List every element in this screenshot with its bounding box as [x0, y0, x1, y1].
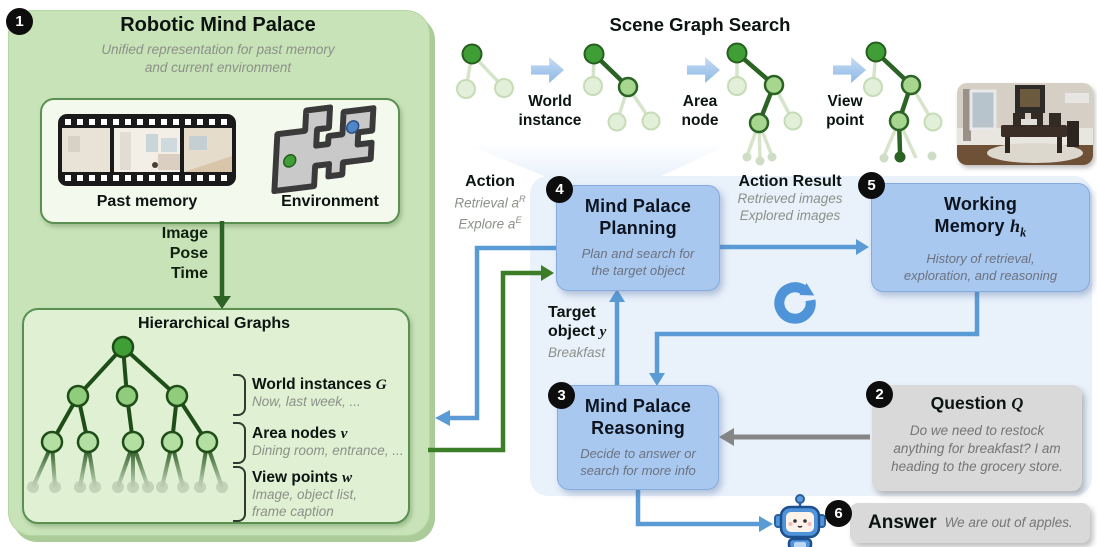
loop-refresh-icon [769, 277, 821, 329]
action-result-line1: Retrieved images [737, 191, 843, 206]
step-label-world-instance: World instance [518, 93, 582, 129]
panel-title: Robotic Mind Palace [120, 14, 316, 36]
answer-text: We are out of apples. [944, 515, 1073, 530]
step-label-area-node: Area node [681, 93, 719, 129]
question-title: Question Q [930, 393, 1024, 413]
filmstrip-graphic [58, 114, 236, 186]
action-result-line2: Explored images [739, 207, 841, 223]
environment-map [260, 100, 398, 195]
area-nodes-label: Area nodes v [252, 425, 348, 442]
flow-label-pose: Pose [169, 245, 208, 262]
question-box: Question Q Do we need to restock anythin… [872, 385, 1082, 491]
panel-subtitle: Unified representation for past memory a… [8, 41, 428, 77]
environment-graphic [271, 104, 377, 195]
badge-2: 2 [866, 381, 893, 408]
scene-tree-1 [456, 43, 514, 99]
badge-3: 3 [548, 382, 575, 409]
mind-palace-reasoning-box: Mind Palace Reasoning Decide to answer o… [557, 385, 719, 490]
target-object-value: Breakfast [548, 345, 606, 360]
agent-dot-green [283, 153, 297, 168]
environment-label: Environment [281, 193, 379, 210]
panel-subtitle-line1: Unified representation for past memory [101, 42, 335, 57]
scene-tree-2 [583, 43, 661, 132]
area-nodes-desc: Dining room, entrance, ... [252, 443, 404, 458]
flow-label-image: Image [161, 225, 208, 242]
badge-6: 6 [825, 500, 852, 527]
world-instances-desc: Now, last week, ... [252, 394, 361, 409]
action-result-label: Action Result [738, 173, 842, 190]
badge-4: 4 [546, 176, 573, 203]
world-instances-label: World instances G [252, 376, 387, 393]
flow-labels: Image Pose Time [118, 224, 208, 284]
action-label-block: Action Retrieval aR Explore aE [432, 172, 548, 233]
view-points-label: View points w [252, 469, 353, 486]
bracket-world-instances [233, 374, 246, 416]
action-line1: Retrieval aR [454, 194, 526, 211]
badge-5: 5 [858, 172, 885, 199]
target-object-block: Target object y Breakfast [548, 304, 607, 360]
question-text: Do we need to restock anything for break… [891, 423, 1063, 474]
mind-palace-planning-box: Mind Palace Planning Plan and search for… [556, 185, 720, 291]
action-result-block: Action Result Retrieved images Explored … [712, 172, 868, 224]
action-label: Action [465, 173, 515, 190]
bracket-area-nodes [233, 422, 246, 464]
panel-subtitle-line2: and current environment [144, 60, 292, 75]
step-arrow-3 [833, 57, 866, 83]
answer-box: Answer We are out of apples. [850, 503, 1090, 543]
scene-graph-search-title: Scene Graph Search [609, 14, 791, 35]
step-arrow-1 [531, 57, 564, 83]
step-label-view-point: View point [826, 93, 864, 129]
flow-label-time: Time [170, 265, 208, 282]
badge-1: 1 [6, 8, 33, 35]
agent-dot-blue [345, 120, 360, 134]
view-point-photo [957, 83, 1093, 165]
past-memory-filmstrip [58, 114, 236, 186]
hierarchical-graphs-title: Hierarchical Graphs [137, 315, 291, 332]
working-memory-box: Working Memory hk History of retrieval, … [871, 183, 1090, 292]
answer-title: Answer [868, 512, 937, 533]
view-points-desc: Image, object list, frame caption [252, 487, 358, 519]
action-line2: Explore aE [458, 215, 522, 232]
dining-room-graphic [957, 83, 1093, 165]
bracket-view-points [233, 466, 246, 522]
step-arrow-2 [687, 57, 720, 83]
robot-icon [772, 493, 828, 547]
past-memory-label: Past memory [96, 193, 198, 210]
